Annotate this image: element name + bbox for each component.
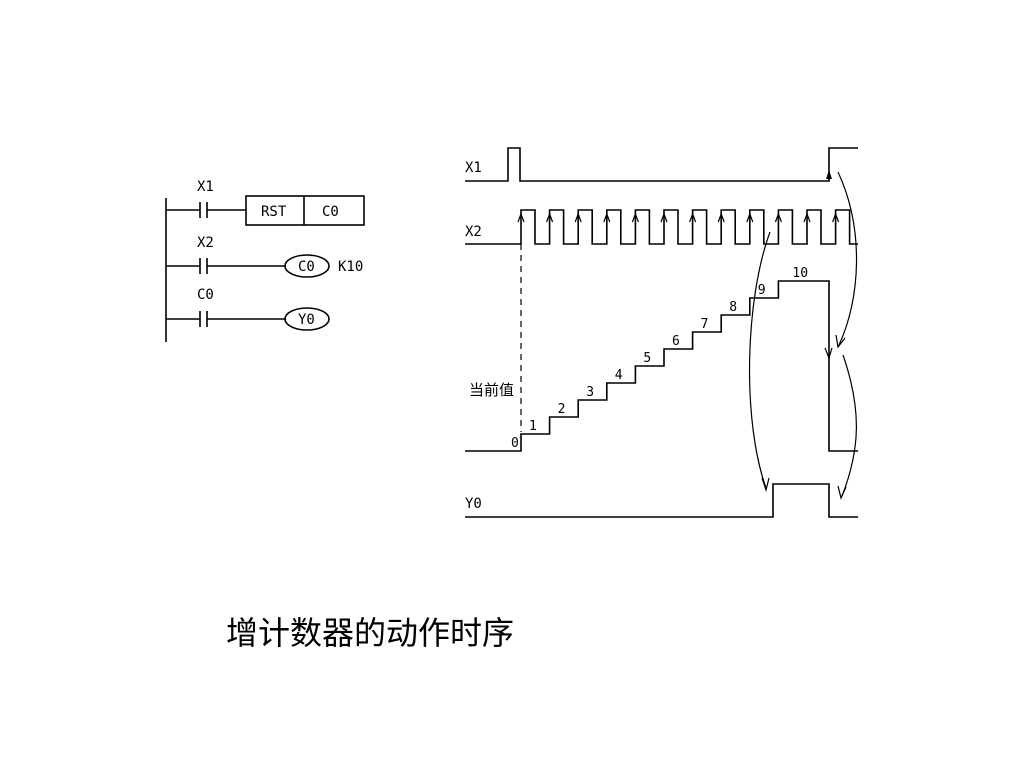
rst-target-label: C0 (322, 204, 339, 220)
x2-rise-arrow-icon (660, 212, 668, 223)
x2-rise-arrow-icon (546, 212, 554, 223)
count-reset-to-y0-arrow (841, 354, 857, 497)
count-value-label: 2 (558, 402, 566, 417)
count-reset-to-y0-arrowhead-icon (837, 485, 847, 500)
ladder-diagram: X1 RST C0 X2 C0 K10 C0 Y0 (165, 179, 365, 342)
x2-rise-arrow-icon (803, 212, 811, 223)
x2-rise-arrow-icon (603, 212, 611, 223)
x1-to-count-reset-arrowhead-icon (835, 334, 846, 349)
count-value-label: 1 (529, 419, 537, 434)
caption: 增计数器的动作时序 (226, 614, 515, 652)
output-coil-label: Y0 (298, 312, 315, 328)
x2-rise-arrow-icon (717, 212, 725, 223)
x2-rise-arrow-icon (746, 212, 754, 223)
x1-to-count-reset-arrow (837, 171, 858, 346)
x2-contact-label: X2 (197, 235, 214, 251)
x2-rise-arrow-icon (832, 212, 840, 223)
x1-rise-arrow-icon (826, 170, 832, 179)
y0-waveform (465, 483, 858, 518)
x2-rise-arrow-icon (517, 212, 525, 223)
count-value-label: 7 (701, 317, 709, 332)
counter-coil (284, 254, 330, 278)
x1-signal-label: X1 (465, 160, 482, 176)
x2-rise-arrow-icon (631, 212, 639, 223)
rung-counter: X2 C0 K10 (166, 235, 363, 278)
count-value-label: 8 (729, 300, 737, 315)
current-value-label: 当前值 (469, 381, 514, 399)
x2-signal-label: X2 (465, 224, 482, 240)
rst-instruction-box (245, 195, 365, 226)
c0-contact-label: C0 (197, 287, 214, 303)
x1-contact-label: X1 (197, 179, 214, 195)
y0-signal-label: Y0 (465, 496, 482, 512)
x1-waveform (465, 147, 858, 182)
timing-diagram: X1 X2 当前值 Y0 01 2 3 4 5 6 7 8 9 10 (465, 147, 858, 518)
x2-waveform (465, 209, 858, 245)
count-value-label: 10 (792, 266, 808, 281)
rung-output: C0 Y0 (166, 287, 330, 331)
x2-to-y0-arrowhead-icon (761, 477, 770, 493)
rst-label: RST (261, 204, 287, 220)
x2-rise-arrows (517, 212, 840, 223)
reset-drop-arrowhead-icon (824, 347, 833, 360)
current-value-staircase (465, 280, 858, 452)
x2-to-y0-arrow (748, 231, 771, 489)
rung-reset: X1 RST C0 (166, 179, 365, 226)
x2-rise-arrow-icon (574, 212, 582, 223)
count-value-label: 4 (615, 368, 623, 383)
causal-arrows (748, 171, 858, 500)
counter-coil-label: C0 (298, 259, 315, 275)
x2-rise-arrow-icon (774, 212, 782, 223)
count-value-label: 9 (758, 283, 766, 298)
counter-setting-label: K10 (338, 259, 363, 275)
x2-rise-arrow-icon (689, 212, 697, 223)
count-value-labels: 01 2 3 4 5 6 7 8 9 10 (511, 266, 808, 451)
count-value-label: 6 (672, 334, 680, 349)
count-value-label: 0 (511, 436, 519, 451)
count-value-label: 5 (643, 351, 651, 366)
output-coil (284, 307, 330, 331)
count-value-label: 3 (586, 385, 594, 400)
